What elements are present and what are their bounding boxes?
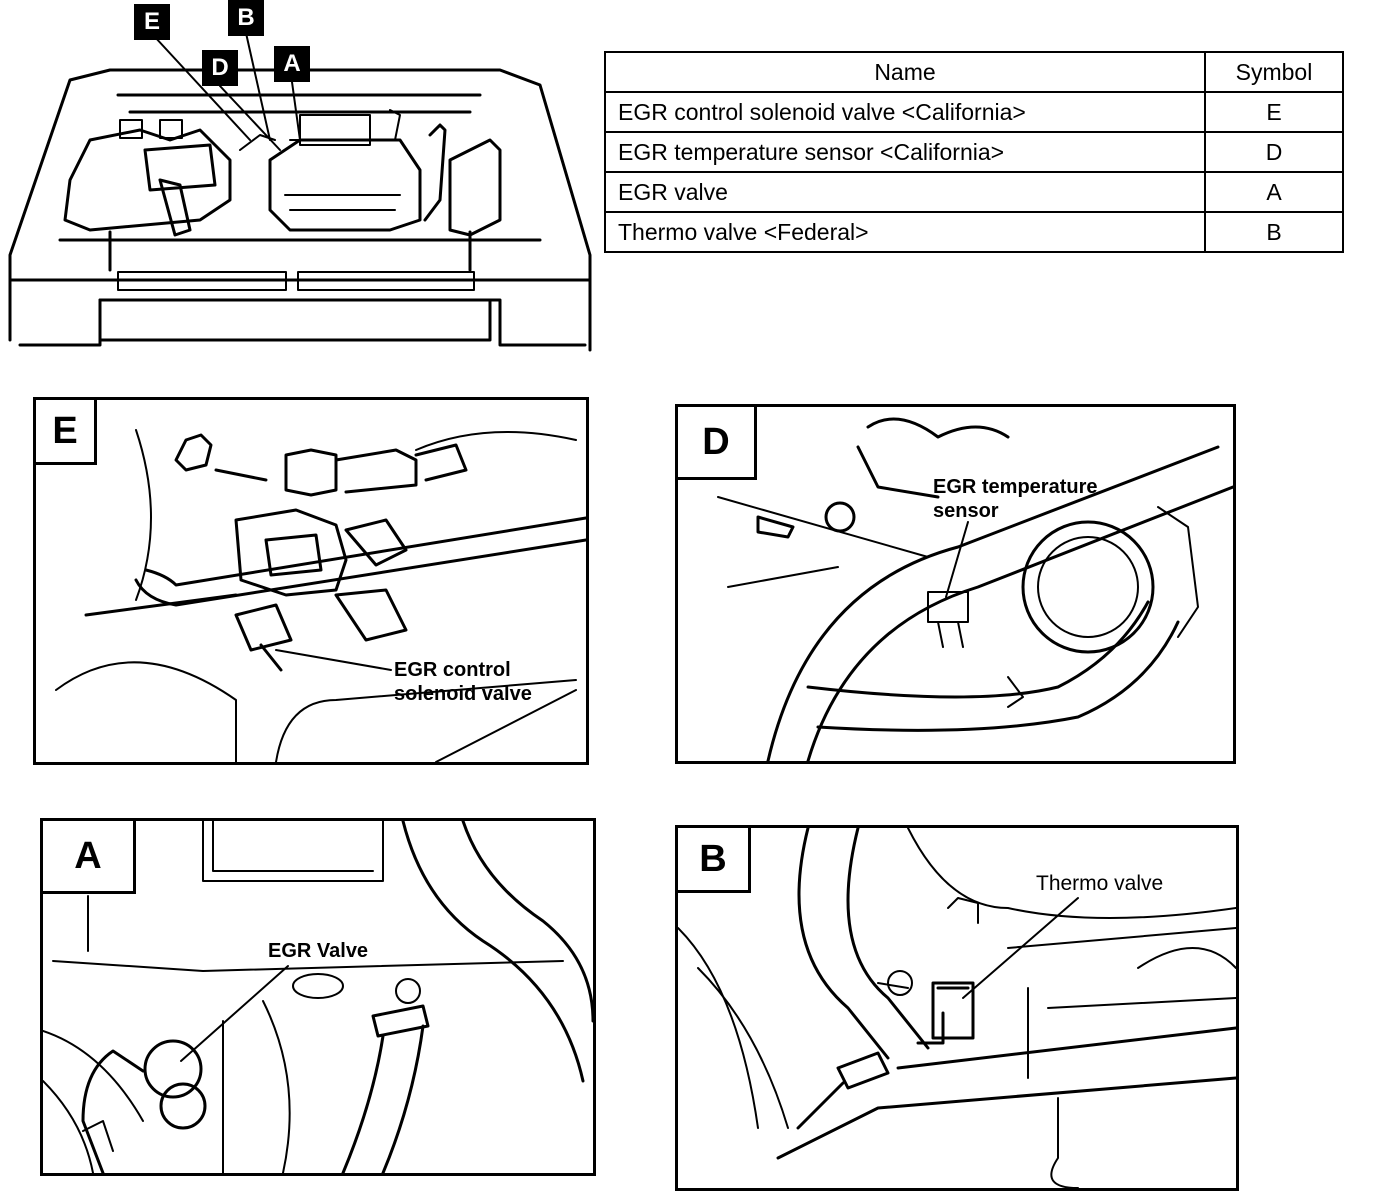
row-name: Thermo valve <Federal> (604, 211, 1206, 253)
row-symbol: B (1204, 211, 1344, 253)
row-name: EGR control solenoid valve <California> (604, 91, 1206, 133)
panel-a-label: EGR Valve (268, 940, 369, 962)
row-symbol: A (1204, 171, 1344, 213)
panel-b-drawing (678, 828, 1236, 1188)
panel-d-letter: D (678, 407, 757, 480)
panel-b-letter: B (678, 828, 751, 893)
table-row: EGR temperature sensor <California> D (604, 131, 1344, 173)
header-symbol: Symbol (1204, 51, 1344, 93)
row-symbol: D (1204, 131, 1344, 173)
row-name: EGR temperature sensor <California> (604, 131, 1206, 173)
panel-e-label: EGR control solenoid valve (394, 659, 532, 705)
panel-a: A EGR Valve (40, 818, 596, 1176)
row-symbol: E (1204, 91, 1344, 133)
panel-d-label: EGR temperature sensor (933, 476, 1098, 522)
row-name: EGR valve (604, 171, 1206, 213)
engine-bay-drawing (8, 68, 592, 352)
table-row: EGR control solenoid valve <California> … (604, 91, 1344, 133)
callout-a: A (274, 46, 310, 82)
panel-d: D EGR temperature sensor (675, 404, 1236, 764)
panel-e: E EGR control solenoid valve (33, 397, 589, 765)
callout-d: D (202, 50, 238, 86)
panel-e-drawing (55, 429, 586, 762)
table-header-row: Name Symbol (604, 51, 1344, 93)
panel-a-letter: A (43, 821, 136, 894)
callout-b: B (228, 0, 264, 36)
panel-b: B Thermo valve (675, 825, 1239, 1191)
callout-leaders (153, 32, 301, 151)
table-row: Thermo valve <Federal> B (604, 211, 1344, 253)
panel-d-drawing (717, 417, 1233, 761)
table-row: EGR valve A (604, 171, 1344, 213)
parts-table: Name Symbol EGR control solenoid valve <… (604, 51, 1344, 253)
panel-b-label: Thermo valve (1036, 872, 1164, 895)
panel-a-drawing (43, 821, 593, 1173)
header-name: Name (604, 51, 1206, 93)
callout-e: E (134, 4, 170, 40)
panel-e-letter: E (36, 400, 97, 465)
